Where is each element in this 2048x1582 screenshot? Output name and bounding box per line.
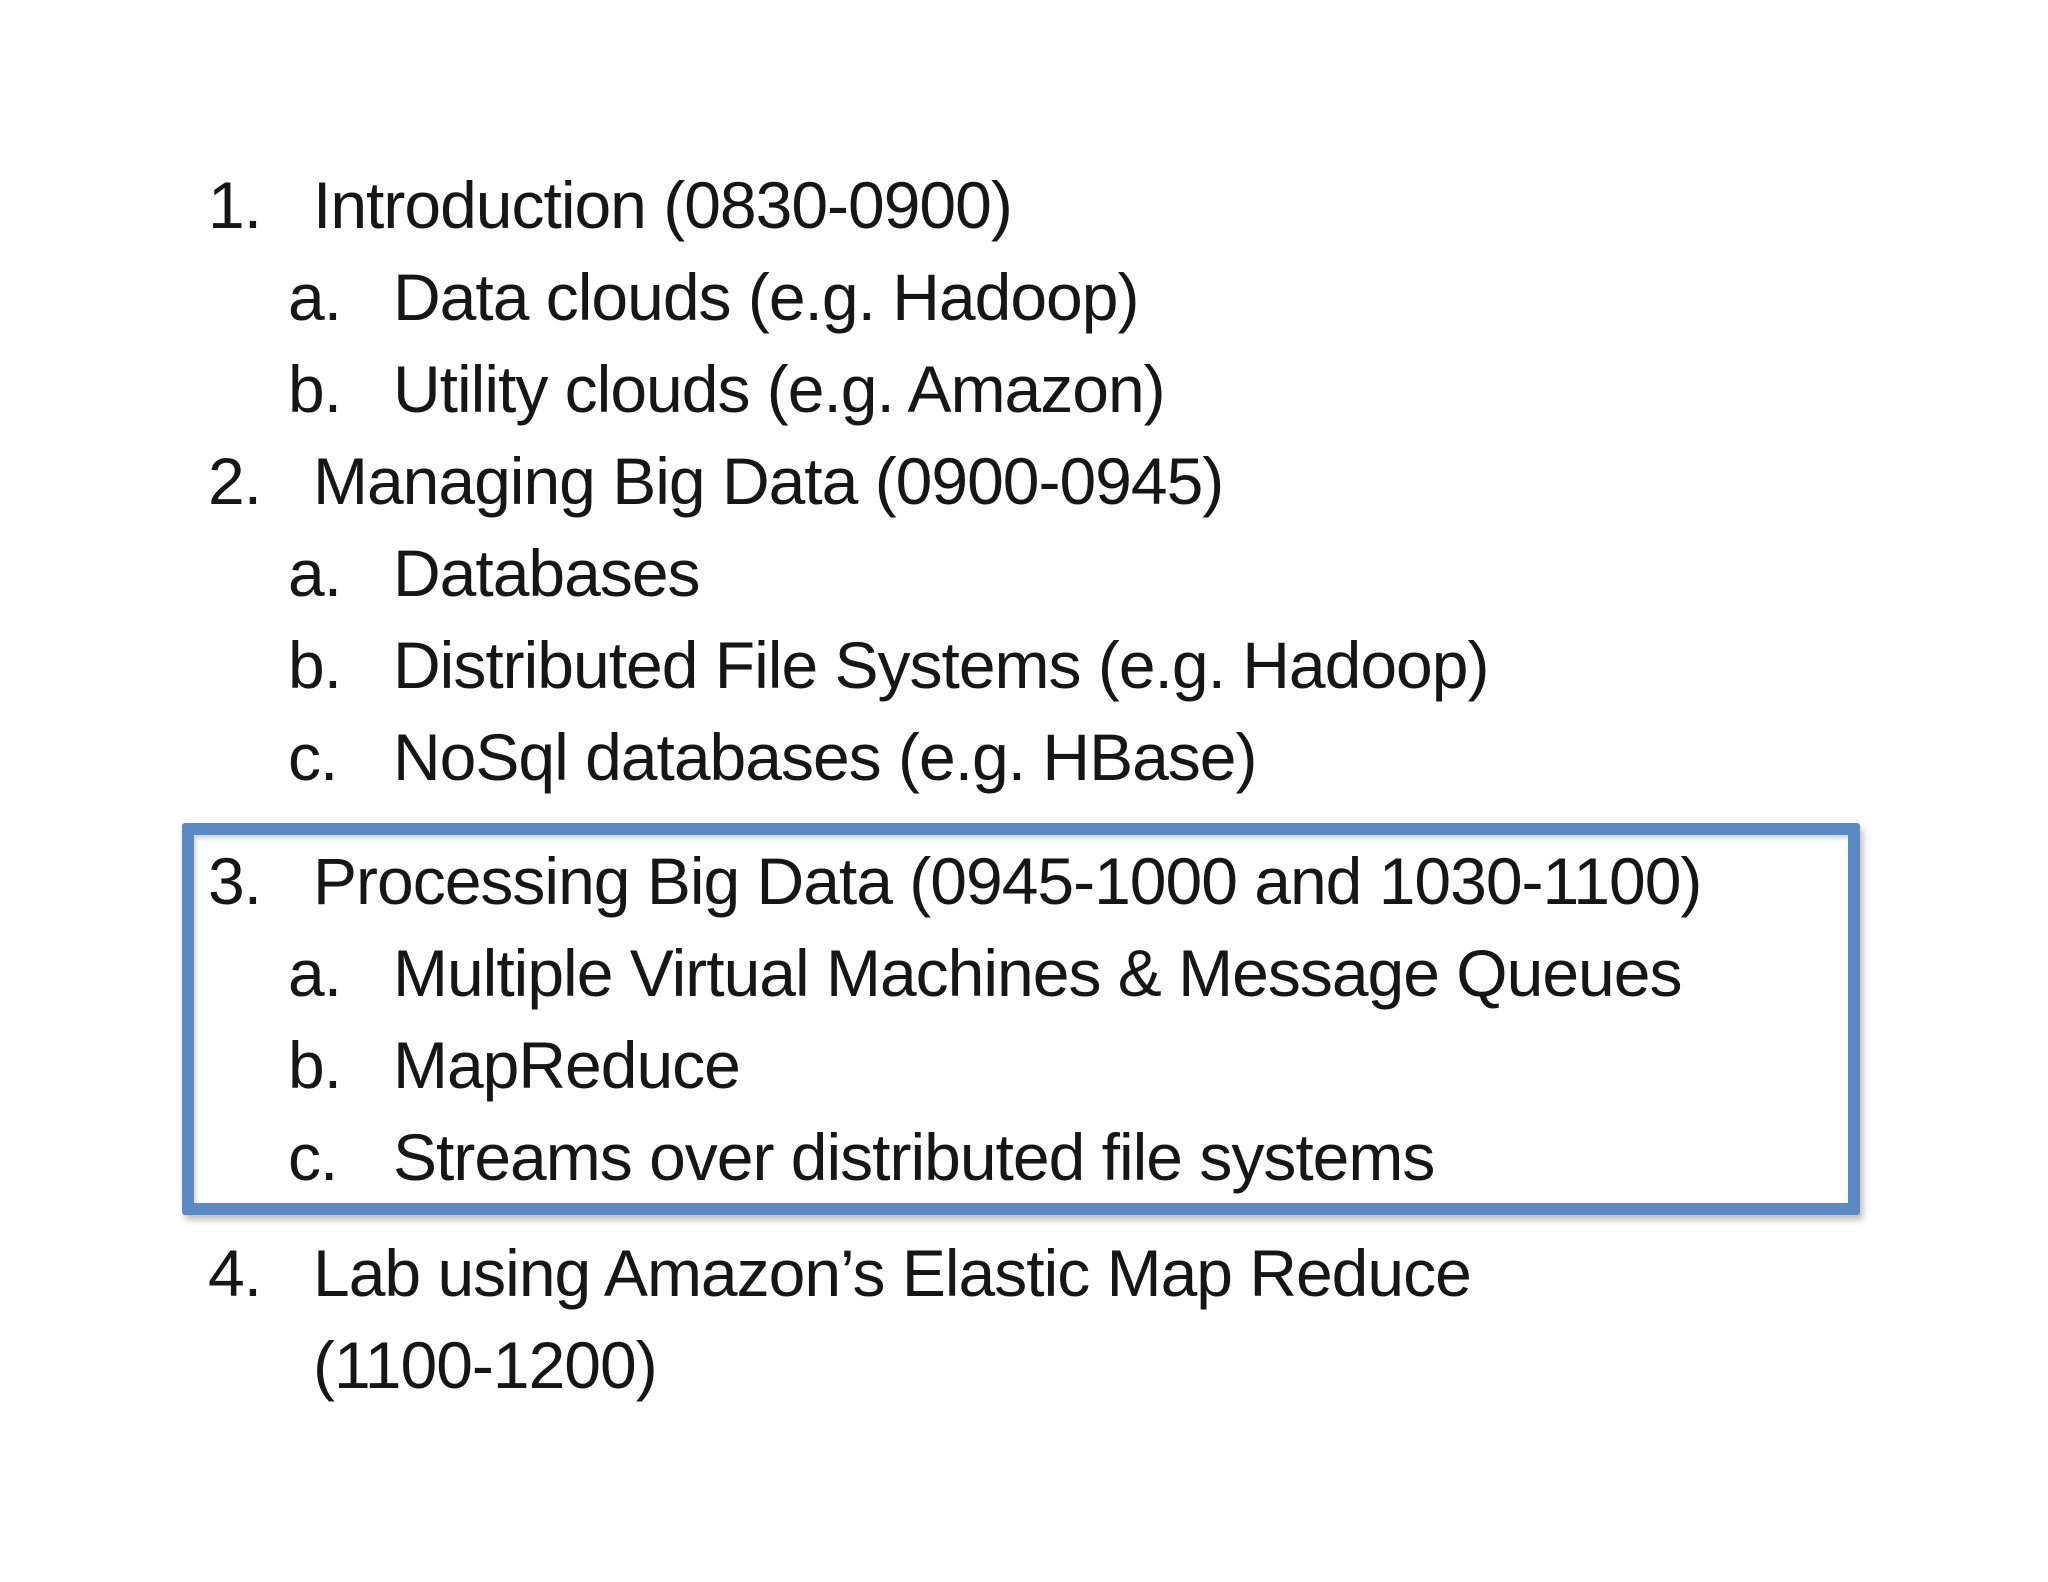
item-3b-letter: b. — [288, 1028, 342, 1102]
item-1a-letter: a. — [288, 260, 342, 334]
item-1-label: Introduction (0830-0900) — [313, 168, 1013, 242]
item-2c-letter: c. — [288, 720, 338, 794]
outline-item-3c: c. Streams over distributed file systems — [288, 1111, 1836, 1203]
item-3-label: Processing Big Data (0945-1000 and 1030-… — [313, 844, 1702, 918]
outline-item-2c: c. NoSql databases (e.g. HBase) — [288, 711, 1908, 803]
outline-item-1a: a. Data clouds (e.g. Hadoop) — [288, 251, 1908, 343]
item-1b-letter: b. — [288, 352, 342, 426]
outline-item-2b: b. Distributed File Systems (e.g. Hadoop… — [288, 619, 1908, 711]
item-3a-letter: a. — [288, 936, 342, 1010]
item-1a-label: Data clouds (e.g. Hadoop) — [393, 260, 1139, 334]
item-3c-letter: c. — [288, 1120, 338, 1194]
item-2c-label: NoSql databases (e.g. HBase) — [393, 720, 1257, 794]
outline-item-2: 2. Managing Big Data (0900-0945) — [208, 435, 1908, 527]
highlight-box: 3. Processing Big Data (0945-1000 and 10… — [182, 823, 1860, 1215]
item-3-number: 3. — [208, 844, 262, 918]
outline-item-4: 4. Lab using Amazon’s Elastic Map Reduce… — [208, 1227, 1908, 1411]
item-2a-label: Databases — [393, 536, 701, 610]
item-3b-label: MapReduce — [393, 1028, 741, 1102]
item-4-label-line1: Lab using Amazon’s Elastic Map Reduce — [313, 1236, 1472, 1310]
item-2-label: Managing Big Data (0900-0945) — [313, 444, 1224, 518]
item-2a-letter: a. — [288, 536, 342, 610]
item-1b-label: Utility clouds (e.g. Amazon) — [393, 352, 1166, 426]
item-4-number: 4. — [208, 1236, 262, 1310]
item-4-label-line2: (1100-1200) — [313, 1328, 658, 1402]
item-1-number: 1. — [208, 168, 262, 242]
outline-item-1: 1. Introduction (0830-0900) — [208, 159, 1908, 251]
outline-item-1b: b. Utility clouds (e.g. Amazon) — [288, 343, 1908, 435]
agenda-outline: 1. Introduction (0830-0900) a. Data clou… — [182, 159, 1908, 1411]
outline-item-3a: a. Multiple Virtual Machines & Message Q… — [288, 927, 1836, 1019]
item-3a-label: Multiple Virtual Machines & Message Queu… — [393, 936, 1682, 1010]
item-2b-label: Distributed File Systems (e.g. Hadoop) — [393, 628, 1489, 702]
item-4-label: Lab using Amazon’s Elastic Map Reduce (11… — [313, 1227, 1908, 1411]
outline-item-3b: b. MapReduce — [288, 1019, 1836, 1111]
item-3c-label: Streams over distributed file systems — [393, 1120, 1435, 1194]
outline-item-3: 3. Processing Big Data (0945-1000 and 10… — [208, 835, 1836, 927]
item-2b-letter: b. — [288, 628, 342, 702]
outline-item-2a: a. Databases — [288, 527, 1908, 619]
item-2-number: 2. — [208, 444, 262, 518]
